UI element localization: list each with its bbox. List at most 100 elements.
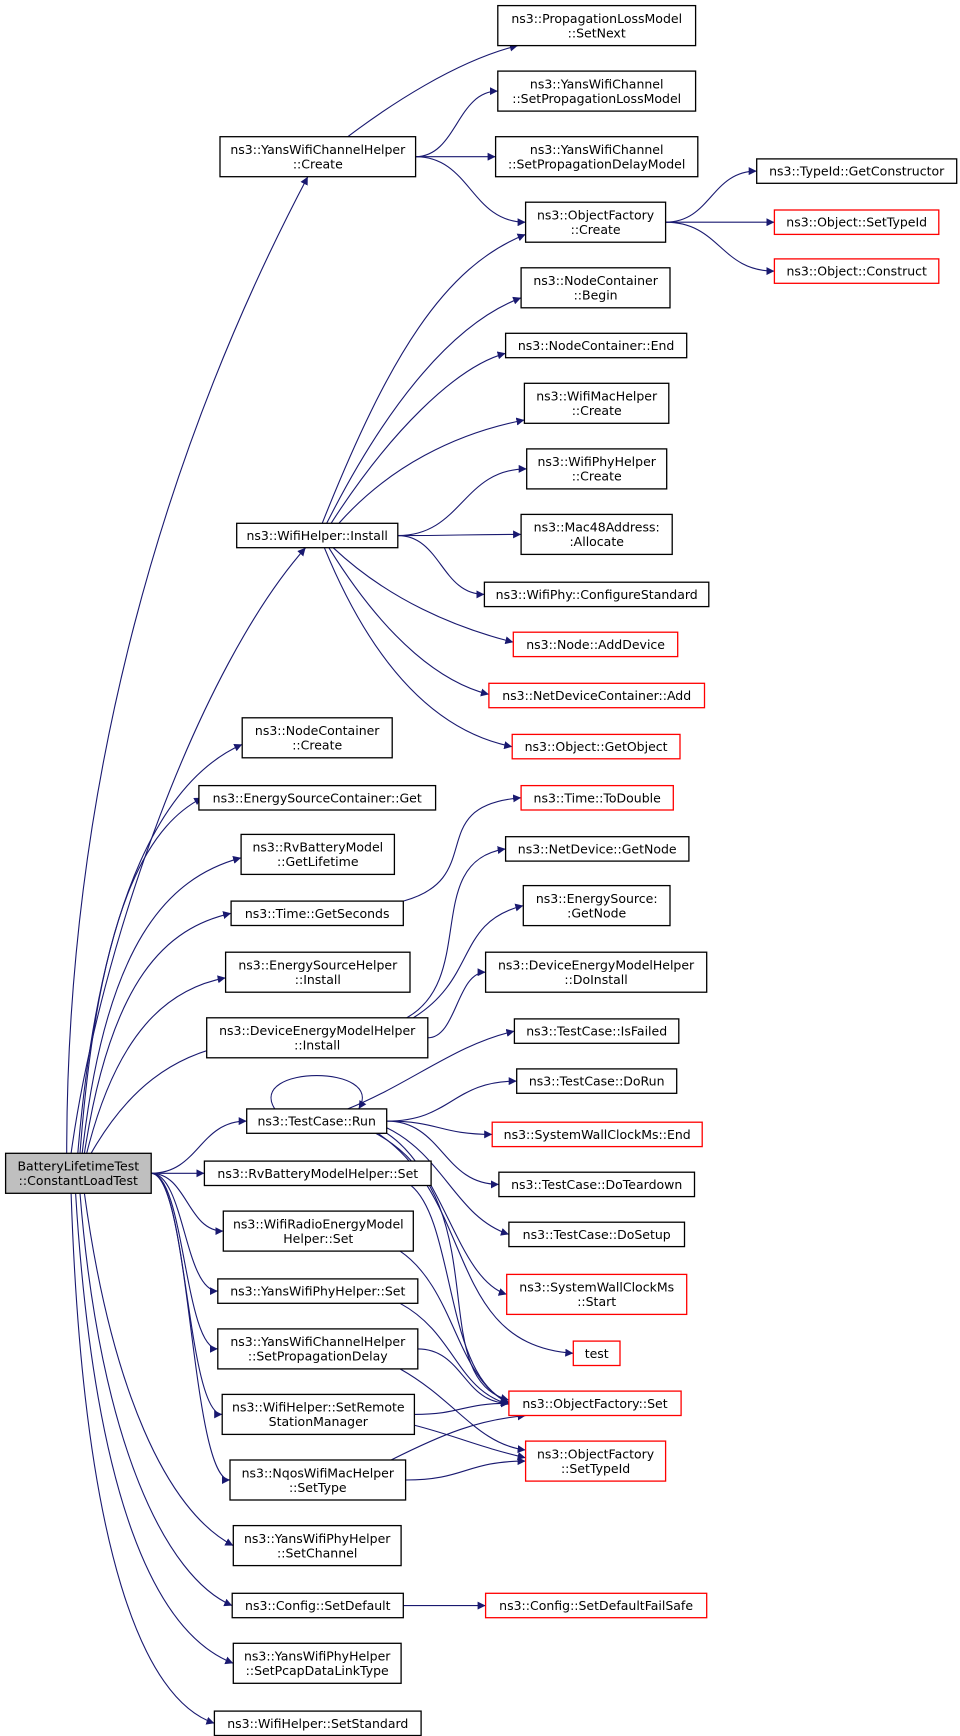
edge-root-to-wifiradioenergymodelhelper-set	[151, 1172, 224, 1236]
node-root[interactable]: BatteryLifetimeTest::ConstantLoadTest	[4, 1152, 152, 1194]
node-box	[224, 951, 411, 993]
node-box	[491, 1121, 703, 1148]
node-label: ns3::DeviceEnergyModelHelper	[498, 958, 695, 973]
node-box	[206, 1017, 429, 1059]
node-time-todouble[interactable]: ns3::Time::ToDouble	[520, 784, 674, 811]
node-object-getobject[interactable]: ns3::Object::GetObject	[511, 733, 681, 760]
edge-testcase-run-to-testcase-dosetup	[386, 1127, 510, 1236]
node-time-getseconds[interactable]: ns3::Time::GetSeconds	[230, 900, 404, 927]
node-test[interactable]: test	[572, 1340, 621, 1367]
node-objectfactory-set[interactable]: ns3::ObjectFactory::Set	[508, 1390, 682, 1417]
node-energysourcehelper-install[interactable]: ns3::EnergySourceHelper::Install	[224, 951, 411, 993]
node-systemwallclockms-end[interactable]: ns3::SystemWallClockMs::End	[491, 1121, 703, 1148]
node-yanswifichannel-setpropagationlossmodel[interactable]: ns3::YansWifiChannel::SetPropagationLoss…	[497, 70, 697, 112]
node-label: ns3::WifiPhyHelper	[537, 454, 656, 469]
node-yanswifichannelhelper-setpropagationdelay[interactable]: ns3::YansWifiChannelHelper::SetPropagati…	[217, 1328, 419, 1370]
node-config-setdefaultfailsafe[interactable]: ns3::Config::SetDefaultFailSafe	[484, 1592, 708, 1619]
node-energysource-getnode[interactable]: ns3::EnergySource::GetNode	[522, 884, 671, 927]
edge-root-to-yanswifichannelhelper-setpropagationdelay	[151, 1172, 218, 1353]
node-yanswifichannel-setpropagationdelaymodel[interactable]: ns3::YansWifiChannel::SetPropagationDela…	[494, 136, 699, 178]
node-object-settypeid[interactable]: ns3::Object::SetTypeId	[773, 209, 940, 236]
node-netdevicecontainer-add[interactable]: ns3::NetDeviceContainer::Add	[488, 682, 706, 709]
node-label: ns3::RvBatteryModel	[252, 840, 383, 855]
node-box	[523, 382, 670, 424]
node-nodecontainer-begin[interactable]: ns3::NodeContainer::Begin	[520, 267, 671, 309]
node-testcase-dosetup[interactable]: ns3::TestCase::DoSetup	[508, 1221, 686, 1248]
node-mac48address-allocate[interactable]: ns3::Mac48Address::Allocate	[520, 513, 673, 556]
node-box	[232, 1642, 402, 1684]
edge-root-to-nodecontainer-create	[77, 743, 243, 1154]
node-config-setdefault[interactable]: ns3::Config::SetDefault	[231, 1592, 404, 1619]
node-object-construct[interactable]: ns3::Object::Construct	[773, 258, 940, 284]
node-box	[522, 884, 671, 927]
edge-wifihelper-install-to-mac48address-allocate	[397, 530, 522, 539]
node-box	[219, 136, 417, 178]
node-node-adddevice[interactable]: ns3::Node::AddDevice	[512, 631, 679, 658]
edge-root-to-energysourcecontainer-get	[79, 797, 203, 1154]
node-label: ns3::ObjectFactory::Set	[522, 1396, 667, 1411]
node-nodecontainer-end[interactable]: ns3::NodeContainer::End	[504, 332, 688, 359]
node-yanswifichannelhelper-create[interactable]: ns3::YansWifiChannelHelper::Create	[219, 136, 417, 178]
node-box	[221, 1393, 416, 1436]
node-wifimachelper-create[interactable]: ns3::WifiMacHelper::Create	[523, 382, 670, 424]
node-yanswifiphyhelper-setchannel[interactable]: ns3::YansWifiPhyHelper::SetChannel	[232, 1524, 402, 1567]
node-yanswifiphyhelper-setpcapdatalinktype[interactable]: ns3::YansWifiPhyHelper::SetPcapDataLinkT…	[232, 1642, 402, 1684]
node-wifihelper-setstandard[interactable]: ns3::WifiHelper::SetStandard	[213, 1710, 422, 1736]
node-wifiphy-configurestandard[interactable]: ns3::WifiPhy::ConfigureStandard	[483, 581, 710, 608]
edge-root-to-yanswifiphyhelper-set	[151, 1172, 218, 1296]
node-testcase-dorun[interactable]: ns3::TestCase::DoRun	[516, 1068, 678, 1094]
edge-yanswifichannelhelper-create-to-objectfactory-create	[415, 156, 526, 227]
edge-wifiradioenergymodelhelper-set-to-objectfactory-set	[399, 1250, 510, 1404]
node-testcase-isfailed[interactable]: ns3::TestCase::IsFailed	[513, 1018, 680, 1044]
node-label: ns3::YansWifiChannel	[530, 142, 664, 157]
node-label: ns3::Mac48Address:	[534, 520, 660, 535]
node-box	[504, 332, 688, 359]
node-wifiphyhelper-create[interactable]: ns3::WifiPhyHelper::Create	[526, 448, 668, 490]
node-testcase-run[interactable]: ns3::TestCase::Run	[246, 1108, 388, 1134]
node-label: ns3::EnergySourceContainer::Get	[213, 790, 422, 805]
node-label: ns3::PropagationLossModel	[511, 11, 682, 26]
node-label: ns3::TestCase::Run	[257, 1114, 375, 1129]
node-box	[508, 1390, 682, 1417]
node-label: ns3::WifiHelper::SetRemote	[232, 1400, 405, 1415]
node-label: ns3::Time::GetSeconds	[245, 906, 390, 921]
node-rvbatterymodelhelper-set[interactable]: ns3::RvBatteryModelHelper::Set	[203, 1160, 432, 1187]
node-netdevice-getnode[interactable]: ns3::NetDevice::GetNode	[504, 836, 690, 862]
node-deviceenergymodelhelper-doinstall[interactable]: ns3::DeviceEnergyModelHelper::DoInstall	[484, 951, 708, 993]
edge-root-to-nqoswifimachelper-settype	[151, 1172, 231, 1484]
node-label: ::Create	[293, 156, 343, 171]
node-box	[229, 1459, 407, 1501]
node-label: ::SetPropagationDelay	[248, 1349, 388, 1364]
node-label: ns3::Time::ToDouble	[534, 790, 662, 805]
node-label: ns3::Node::AddDevice	[526, 637, 665, 652]
node-box	[484, 1592, 708, 1619]
node-typeid-getconstructor[interactable]: ns3::TypeId::GetConstructor	[756, 158, 958, 184]
node-label: ns3::WifiHelper::SetStandard	[227, 1716, 408, 1731]
node-label: BatteryLifetimeTest	[17, 1159, 139, 1174]
node-box	[246, 1108, 388, 1134]
node-objectfactory-settypeid[interactable]: ns3::ObjectFactory::SetTypeId	[524, 1440, 667, 1482]
node-label: ns3::WifiMacHelper	[536, 389, 658, 404]
edge-root-to-rvbatterymodel-getlifetime	[81, 856, 242, 1154]
node-deviceenergymodelhelper-install[interactable]: ns3::DeviceEnergyModelHelper::Install	[206, 1017, 429, 1059]
node-propagationlossmodel-setnext[interactable]: ns3::PropagationLossModel::SetNext	[497, 4, 697, 47]
node-wifihelper-install[interactable]: ns3::WifiHelper::Install	[236, 522, 399, 549]
node-box	[497, 4, 697, 47]
node-energysourcecontainer-get[interactable]: ns3::EnergySourceContainer::Get	[198, 784, 437, 811]
node-box	[516, 1068, 678, 1094]
node-nqoswifimachelper-settype[interactable]: ns3::NqosWifiMacHelper::SetType	[229, 1459, 407, 1501]
node-box	[513, 1018, 680, 1044]
node-label: ::ConstantLoadTest	[19, 1173, 138, 1188]
node-yanswifiphyhelper-set[interactable]: ns3::YansWifiPhyHelper::Set	[217, 1278, 419, 1304]
edge-root-to-wifihelper-setstandard	[70, 1193, 215, 1725]
node-objectfactory-create[interactable]: ns3::ObjectFactory::Create	[524, 201, 667, 243]
edge-objectfactory-create-to-object-construct	[665, 221, 775, 276]
node-systemwallclockms-start[interactable]: ns3::SystemWallClockMs::Start	[506, 1273, 688, 1316]
node-box	[497, 70, 697, 112]
node-nodecontainer-create[interactable]: ns3::NodeContainer::Create	[241, 717, 393, 759]
node-rvbatterymodel-getlifetime[interactable]: ns3::RvBatteryModel::GetLifetime	[240, 833, 396, 876]
node-label: ::Install	[294, 1038, 340, 1053]
node-testcase-doteardown[interactable]: ns3::TestCase::DoTeardown	[498, 1171, 696, 1198]
